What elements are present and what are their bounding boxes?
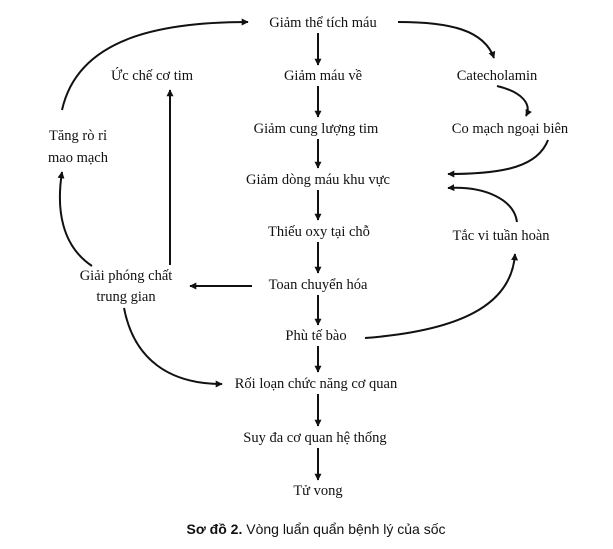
arrow-giai-phong-to-tang-ro-ri xyxy=(57,171,93,267)
figure-caption: Sơ đồ 2. Vòng luẩn quẩn bệnh lý của sốc xyxy=(186,521,445,537)
node-suy-da-co-quan: Suy đa cơ quan hệ thống xyxy=(243,430,386,446)
arrow-catecholamin-to-co-mach xyxy=(496,85,532,117)
arrow-tac-vi-to-giam-dong-mau xyxy=(447,184,518,223)
node-giam-the-tich-mau: Giảm thể tích máu xyxy=(269,15,377,31)
node-co-mach-ngoai-bien: Co mạch ngoại biên xyxy=(452,121,569,137)
node-phu-te-bao: Phù tế bào xyxy=(285,328,346,344)
arrow-giam-the-tich-to-catecholamin xyxy=(397,21,496,59)
caption-text: Vòng luẩn quẩn bệnh lý của sốc xyxy=(242,521,445,537)
node-giam-dong-mau-khu-vuc: Giảm dòng máu khu vực xyxy=(246,172,390,188)
node-catecholamin: Catecholamin xyxy=(457,68,538,84)
node-uc-che-co-tim: Ức chế cơ tim xyxy=(111,67,194,84)
node-tu-vong: Tử vong xyxy=(293,483,342,499)
node-giam-mau-ve: Giảm máu về xyxy=(284,68,362,84)
node-tang-ro-ri-line1: Tăng rò rỉ xyxy=(49,128,107,144)
arrow-giai-phong-to-roi-loan xyxy=(123,307,223,388)
arrow-tang-ro-ri-to-giam-the-tich xyxy=(61,18,249,111)
arrow-co-mach-to-giam-dong-mau xyxy=(447,139,549,178)
node-tac-vi-tuan-hoan: Tắc vi tuần hoàn xyxy=(452,228,550,244)
node-thieu-oxy-tai-cho: Thiếu oxy tại chỗ xyxy=(268,224,370,240)
node-giam-cung-luong-tim: Giảm cung lượng tim xyxy=(254,121,379,137)
node-toan-chuyen-hoa: Toan chuyển hóa xyxy=(269,277,368,293)
node-roi-loan-chuc-nang-co-quan: Rối loạn chức năng cơ quan xyxy=(235,376,398,392)
node-tang-ro-ri-line2: mao mạch xyxy=(48,150,109,166)
caption-label: Sơ đồ 2. xyxy=(186,521,242,537)
node-giai-phong-line2: trung gian xyxy=(96,289,156,305)
arrow-phu-te-bao-to-tac-vi xyxy=(364,253,519,339)
node-giai-phong-line1: Giải phóng chất xyxy=(80,268,173,284)
